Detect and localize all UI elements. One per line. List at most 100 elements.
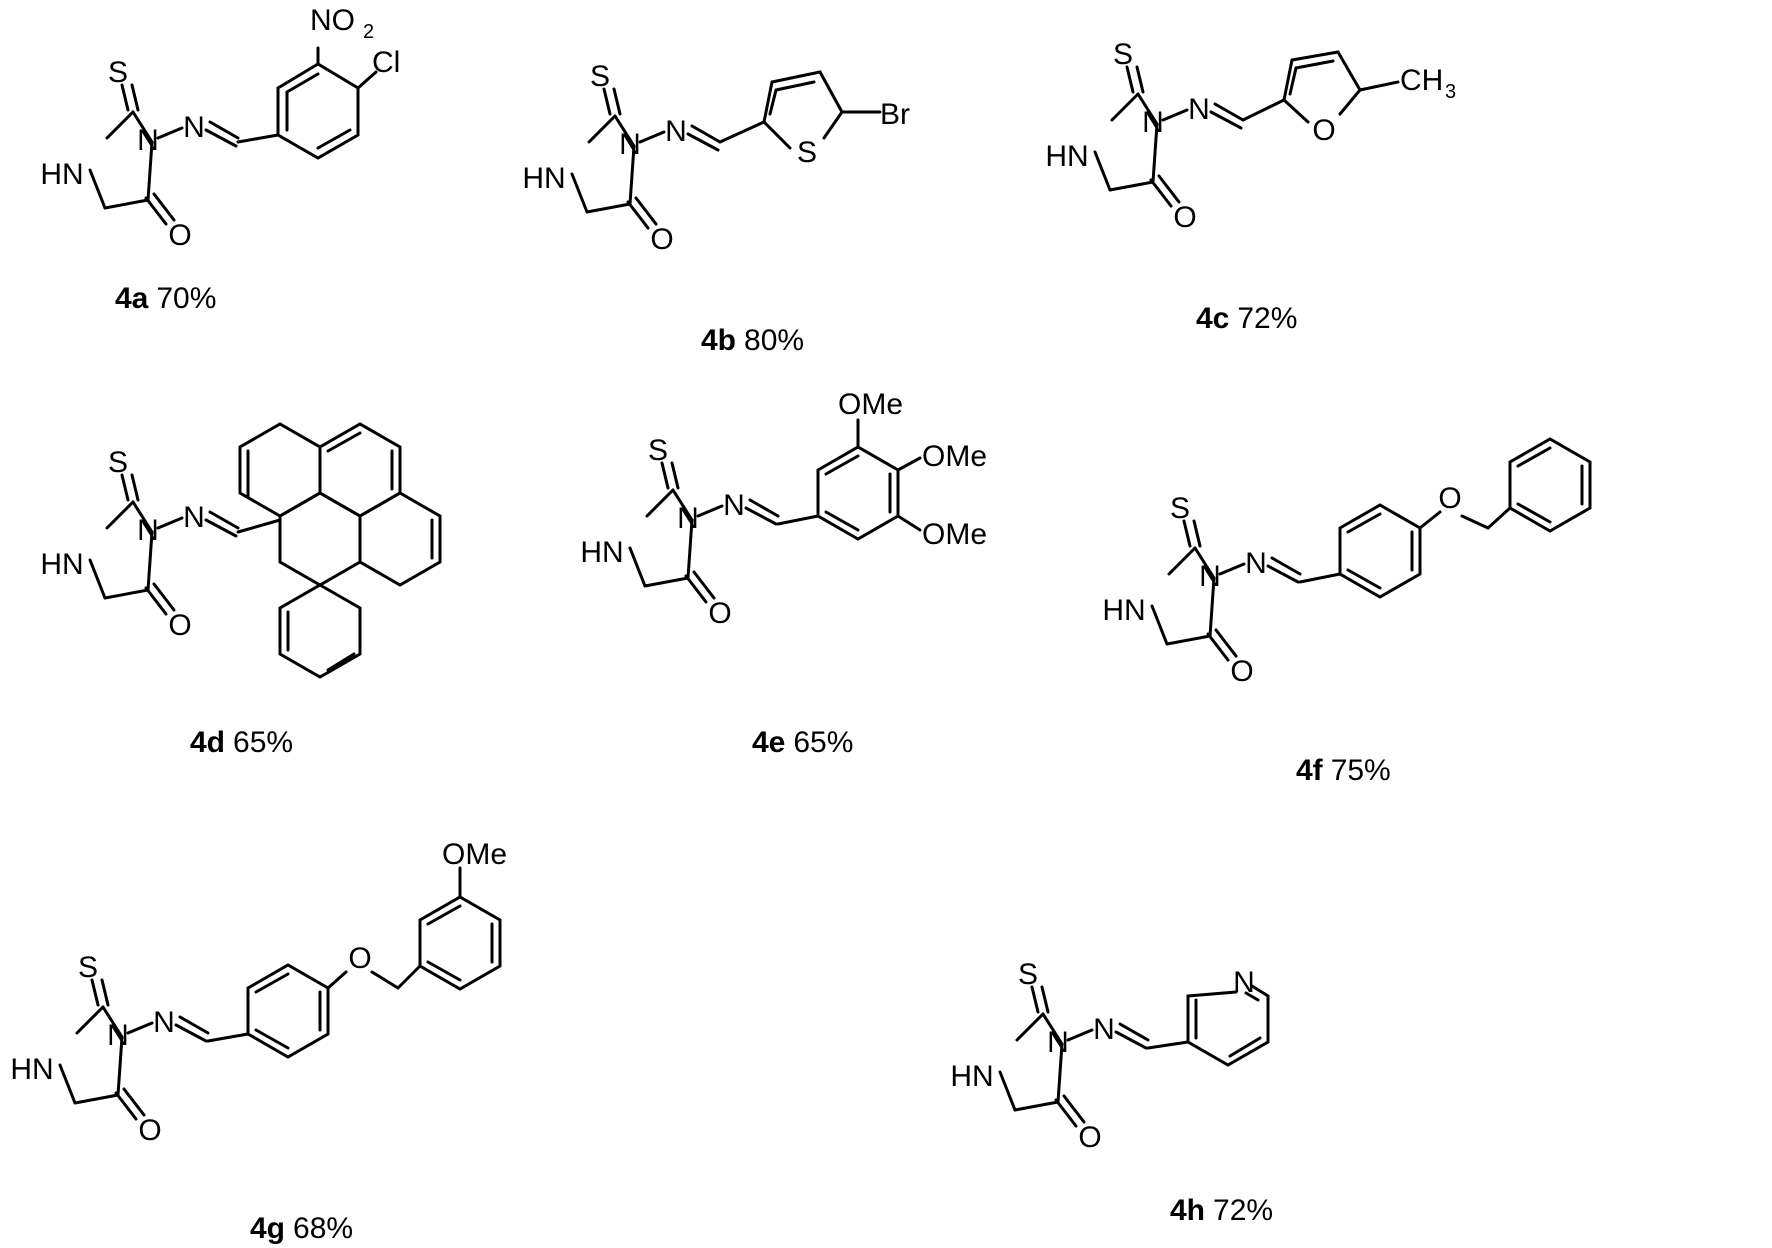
atom-nh: HN	[40, 158, 83, 191]
methoxybenzyl-ring	[418, 866, 502, 991]
atom-n: N	[665, 115, 687, 148]
compound-id: 4e	[752, 726, 785, 759]
atom-nh: HN	[522, 162, 565, 195]
atom-o: O	[1230, 655, 1253, 688]
nitro-label: NO	[310, 4, 355, 37]
atom-n: N	[1199, 560, 1221, 593]
thiophene-s: S	[797, 136, 817, 169]
yield: 65%	[233, 726, 293, 759]
methyl-label: CH	[1400, 64, 1443, 97]
ether-o: O	[348, 942, 371, 975]
atom-s: S	[108, 56, 128, 89]
thiohydantoin-core	[88, 83, 240, 226]
aryl-group	[236, 46, 378, 160]
yield: 72%	[1237, 302, 1297, 335]
atom-n: N	[137, 514, 159, 547]
methoxy-label: OMe	[922, 440, 987, 473]
yield: 70%	[156, 282, 216, 315]
compound-id: 4g	[250, 1212, 285, 1245]
atom-s: S	[590, 60, 610, 93]
methyl-subscript: 3	[1445, 81, 1456, 103]
methoxy-label: OMe	[838, 388, 903, 421]
pyridine-ring	[1146, 984, 1270, 1067]
atom-nh: HN	[580, 536, 623, 569]
compound-id: 4b	[701, 324, 736, 357]
atom-n: N	[1245, 547, 1267, 580]
atom-n: N	[1188, 93, 1210, 126]
compound-id: 4d	[190, 726, 225, 759]
ether-o: O	[1438, 482, 1461, 515]
furan-o: O	[1312, 114, 1335, 147]
atom-o: O	[138, 1114, 161, 1147]
pyrene-group	[236, 422, 442, 679]
atom-o: O	[708, 597, 731, 630]
thiophene-ring	[718, 70, 882, 150]
atom-n: N	[619, 128, 641, 161]
atom-nh: HN	[950, 1060, 993, 1093]
thiohydantoin-core: S HN N N O	[950, 958, 1150, 1154]
aryl-group	[776, 418, 922, 541]
thiohydantoin-core: S HN N N O	[522, 60, 722, 256]
atom-n: N	[107, 1019, 129, 1052]
compound-id: 4a	[115, 282, 149, 315]
atom-s: S	[1170, 492, 1190, 525]
yield: 75%	[1331, 754, 1391, 787]
pyridine-n: N	[1233, 966, 1255, 999]
atom-n: N	[137, 124, 159, 157]
atom-s: S	[648, 434, 668, 467]
yield: 72%	[1213, 1194, 1273, 1227]
atom-s: S	[1113, 38, 1133, 71]
compound-id: 4f	[1296, 754, 1324, 787]
atom-n: N	[1142, 106, 1164, 139]
thiohydantoin-core: S HN N N O	[10, 951, 210, 1147]
yield: 80%	[744, 324, 804, 357]
atom-n: N	[183, 111, 205, 144]
chloro-label: Cl	[372, 46, 400, 79]
atom-nh: HN	[40, 548, 83, 581]
yield: 65%	[793, 726, 853, 759]
atom-nh: HN	[1102, 594, 1145, 627]
atom-o: O	[1173, 201, 1196, 234]
atom-nh: HN	[1045, 140, 1088, 173]
atom-s: S	[1018, 958, 1038, 991]
atom-n: N	[1093, 1013, 1115, 1046]
benzyl-ring	[1508, 437, 1592, 533]
bromo-label: Br	[880, 98, 910, 131]
atom-s: S	[78, 951, 98, 984]
atom-n: N	[153, 1006, 175, 1039]
compound-id: 4h	[1170, 1194, 1205, 1227]
atom-s: S	[108, 446, 128, 479]
atom-n: N	[183, 501, 205, 534]
yield: 68%	[293, 1212, 353, 1245]
atom-nh: HN	[10, 1053, 53, 1086]
atom-n: N	[723, 489, 745, 522]
compound-id: 4c	[1196, 302, 1229, 335]
aryl-group	[1298, 503, 1512, 599]
atom-o: O	[168, 219, 191, 252]
atom-n: N	[1047, 1026, 1069, 1059]
thiohydantoin-core: S HN N N O	[580, 434, 780, 630]
atom-o: O	[1078, 1121, 1101, 1154]
thiohydantoin-core: S HN N N O	[1045, 38, 1245, 234]
thiohydantoin-core: S HN N N O	[1102, 492, 1302, 688]
